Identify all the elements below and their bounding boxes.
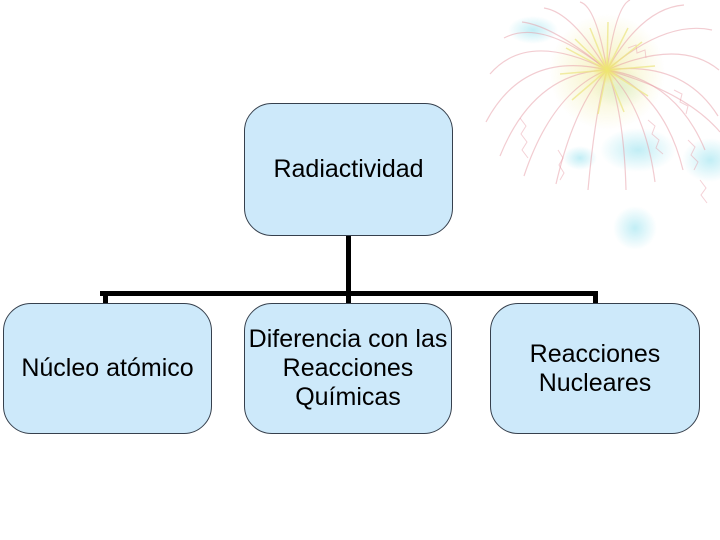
connector-horizontal-bar — [100, 291, 598, 296]
connector-root-vertical — [346, 236, 351, 303]
node-diferencia-reacciones-quimicas: Diferencia con las Reacciones Químicas — [244, 303, 452, 434]
node-nucleo-atomico: Núcleo atómico — [3, 303, 212, 434]
node-label: Diferencia con las Reacciones Químicas — [248, 325, 448, 411]
node-radiactividad: Radiactividad — [244, 103, 453, 236]
node-label: Radiactividad — [273, 155, 424, 183]
node-label: Reacciones Nucleares — [529, 339, 661, 397]
node-label: Núcleo atómico — [21, 354, 194, 382]
connector-left-stub — [103, 291, 108, 304]
fireworks-icon — [485, 0, 720, 250]
connector-right-stub — [593, 291, 598, 304]
node-reacciones-nucleares: Reacciones Nucleares — [490, 303, 700, 434]
